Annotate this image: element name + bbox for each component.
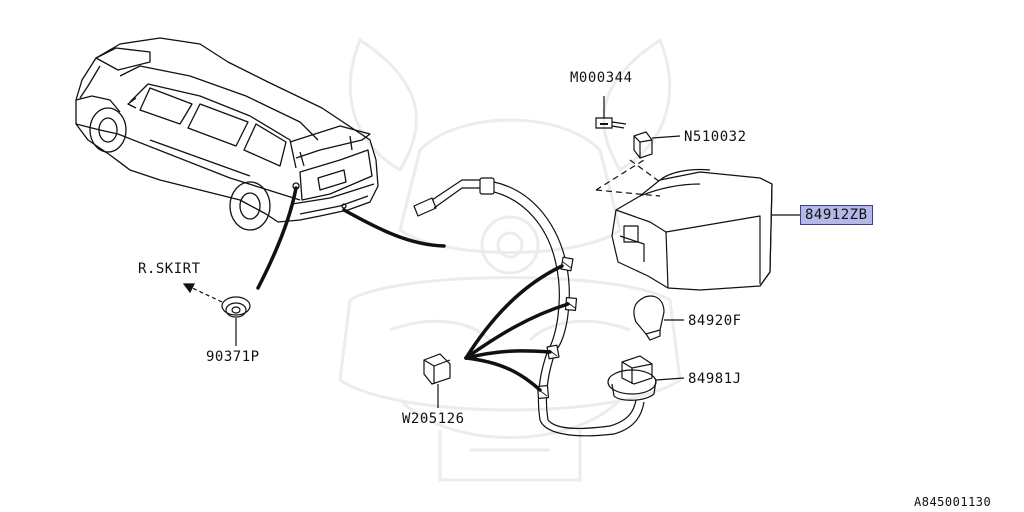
part-label-w205126[interactable]: W205126	[402, 411, 465, 427]
nut-n510032	[633, 131, 681, 159]
part-label-n510032[interactable]: N510032	[684, 129, 747, 145]
reference-label-rskirt: R.SKIRT	[138, 261, 201, 277]
wire-harness	[413, 177, 645, 437]
watermark-emblem	[338, 37, 682, 482]
part-label-84981j[interactable]: 84981J	[688, 371, 742, 387]
socket-84981j	[607, 355, 685, 401]
screw-m000344	[595, 96, 627, 129]
clip-90371p	[182, 283, 251, 346]
lamp-housing-84912zb	[595, 159, 773, 291]
car-illustration	[75, 37, 379, 231]
diagram-id: A845001130	[914, 495, 992, 509]
bulb-84920f	[633, 295, 684, 341]
part-label-90371p[interactable]: 90371P	[206, 349, 260, 365]
part-label-m000344[interactable]: M000344	[570, 70, 633, 86]
part-label-84920f[interactable]: 84920F	[688, 313, 742, 329]
clip-callout-lines	[464, 264, 570, 392]
part-label-84912zb[interactable]: 84912ZB	[800, 205, 873, 225]
car-callout-lines	[256, 186, 446, 290]
clip-w205126	[423, 353, 451, 408]
